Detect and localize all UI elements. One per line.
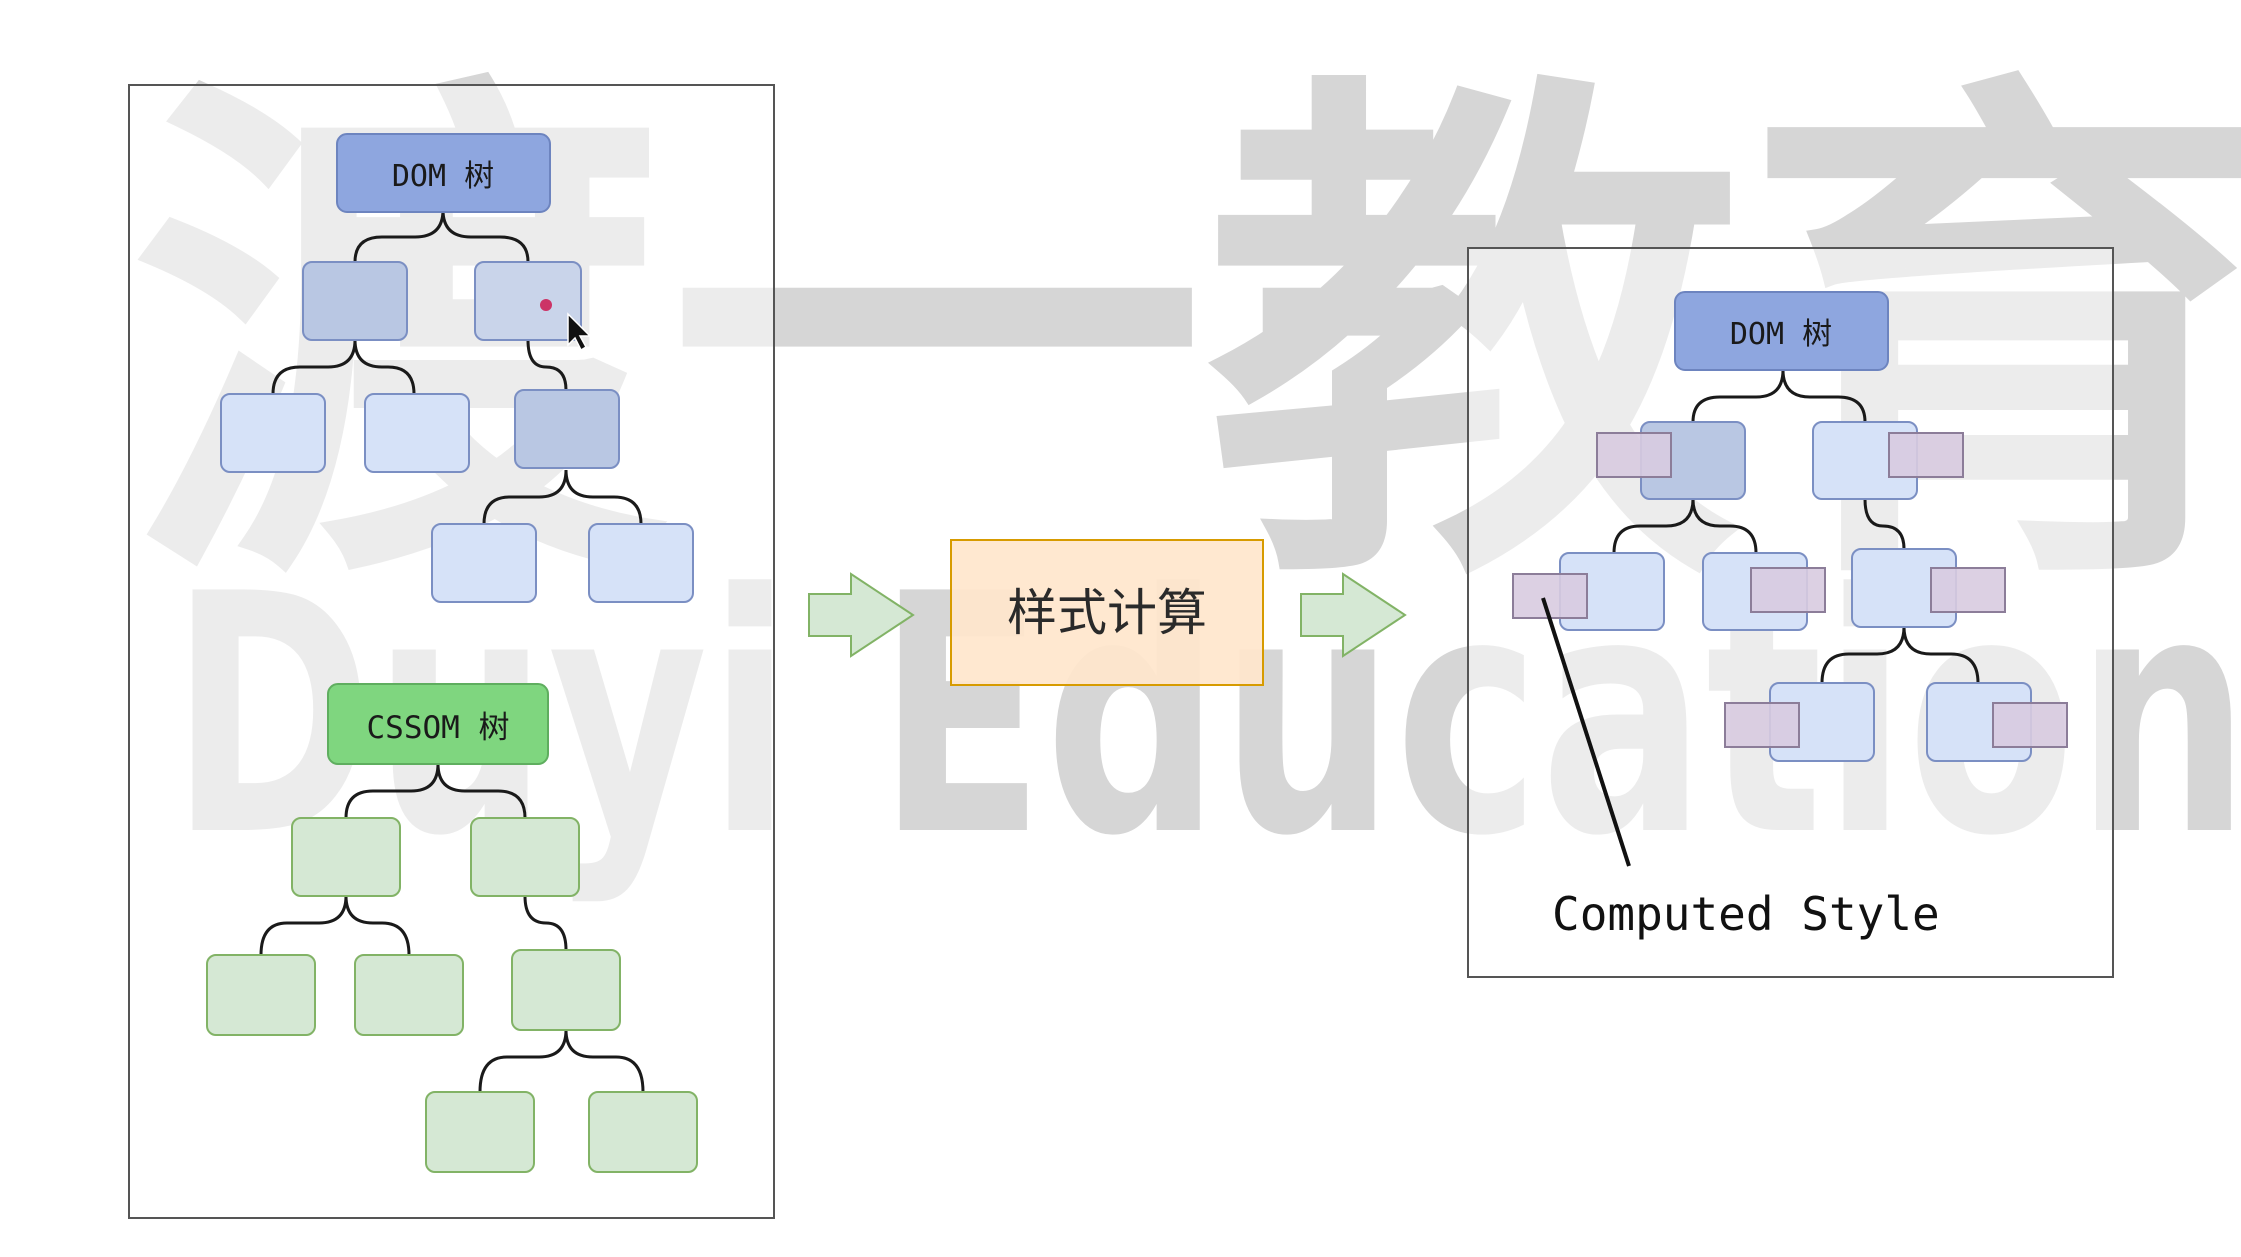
process-box: [950, 539, 1264, 686]
cssom-node: [425, 1091, 535, 1173]
cssom-node: [291, 817, 401, 897]
dom-root-label: DOM 树: [392, 159, 494, 194]
dom-node: [220, 393, 326, 473]
computed-style-tag: [1724, 702, 1800, 748]
dom-node: [364, 393, 470, 473]
dom-root-node: [336, 133, 551, 213]
computed-style-tag: [1750, 567, 1826, 613]
annotation-pointer-line: [1541, 597, 1631, 867]
cssom-node: [588, 1091, 698, 1173]
computed-style-tag: [1512, 573, 1588, 619]
computed-style-tag: [1992, 702, 2068, 748]
cssom-root-label: CSSOM 树: [367, 710, 510, 746]
cssom-node: [354, 954, 464, 1036]
pointer-arrow-icon: [567, 312, 592, 352]
dom-node: [514, 389, 620, 469]
flow-arrow-right-icon: [808, 572, 915, 658]
cssom-node: [511, 949, 621, 1031]
process-label: 样式计算: [1007, 584, 1207, 642]
dom-tree: DOM 树: [220, 133, 694, 603]
cssom-tree-connectors: [259, 763, 645, 1093]
result-tree-connectors: [1612, 369, 1980, 684]
dom-node: [474, 261, 582, 341]
dom-tree-connectors: [271, 209, 643, 525]
computed-style-annotation: Computed Style: [1552, 887, 1940, 941]
left-panel-frame: [128, 84, 775, 1219]
computed-style-tag: [1596, 432, 1672, 478]
cursor-dot-icon: [540, 299, 552, 311]
cssom-node: [206, 954, 316, 1036]
dom-node: [302, 261, 408, 341]
result-dom-root-label: DOM 树: [1730, 317, 1832, 352]
dom-node: [431, 523, 537, 603]
result-dom-root-node: [1674, 291, 1889, 371]
flow-arrow-right-icon: [1300, 572, 1407, 658]
cssom-root-node: [327, 683, 549, 765]
computed-style-tag: [1888, 432, 1964, 478]
right-panel: DOM 树 Computed Style: [1467, 247, 2114, 978]
computed-style-tags: [1512, 432, 2068, 748]
cssom-node: [470, 817, 580, 897]
dom-node: [588, 523, 694, 603]
style-computation-step: 样式计算: [950, 539, 1264, 686]
cssom-tree: CSSOM 树: [206, 683, 698, 1173]
computed-style-tag: [1930, 567, 2006, 613]
mouse-cursor-icon: [540, 299, 592, 352]
left-panel: DOM 树 CSSOM 树: [128, 84, 775, 1219]
